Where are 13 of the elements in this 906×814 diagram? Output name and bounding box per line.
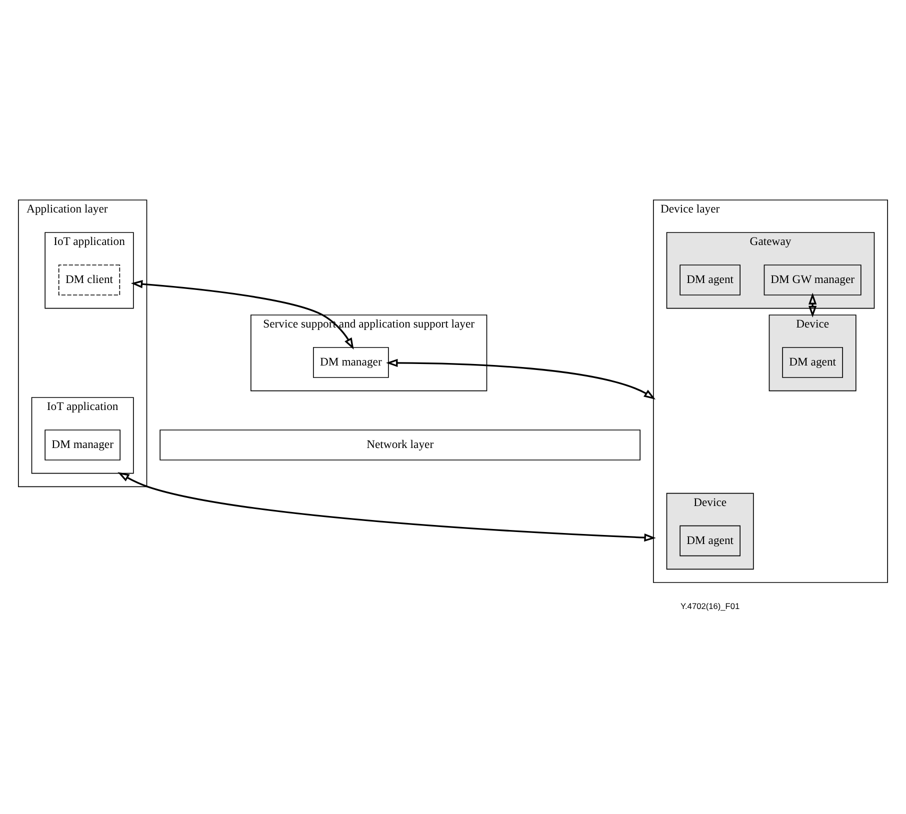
node-box: DM GW manager	[764, 264, 862, 295]
arrow	[130, 280, 354, 350]
node-box: DM manager	[44, 429, 120, 460]
label: Y.4702(16)_F01	[680, 600, 740, 610]
node-box: DM client	[58, 264, 120, 295]
node-box: Network layer	[160, 429, 640, 460]
node-box: DM manager	[313, 346, 389, 378]
arrow	[118, 472, 656, 542]
node-box: DM agent	[680, 524, 740, 556]
arrow	[808, 292, 817, 318]
node-box: DM agent	[782, 346, 843, 378]
arrow	[386, 358, 656, 399]
node-box: DM agent	[680, 264, 740, 295]
